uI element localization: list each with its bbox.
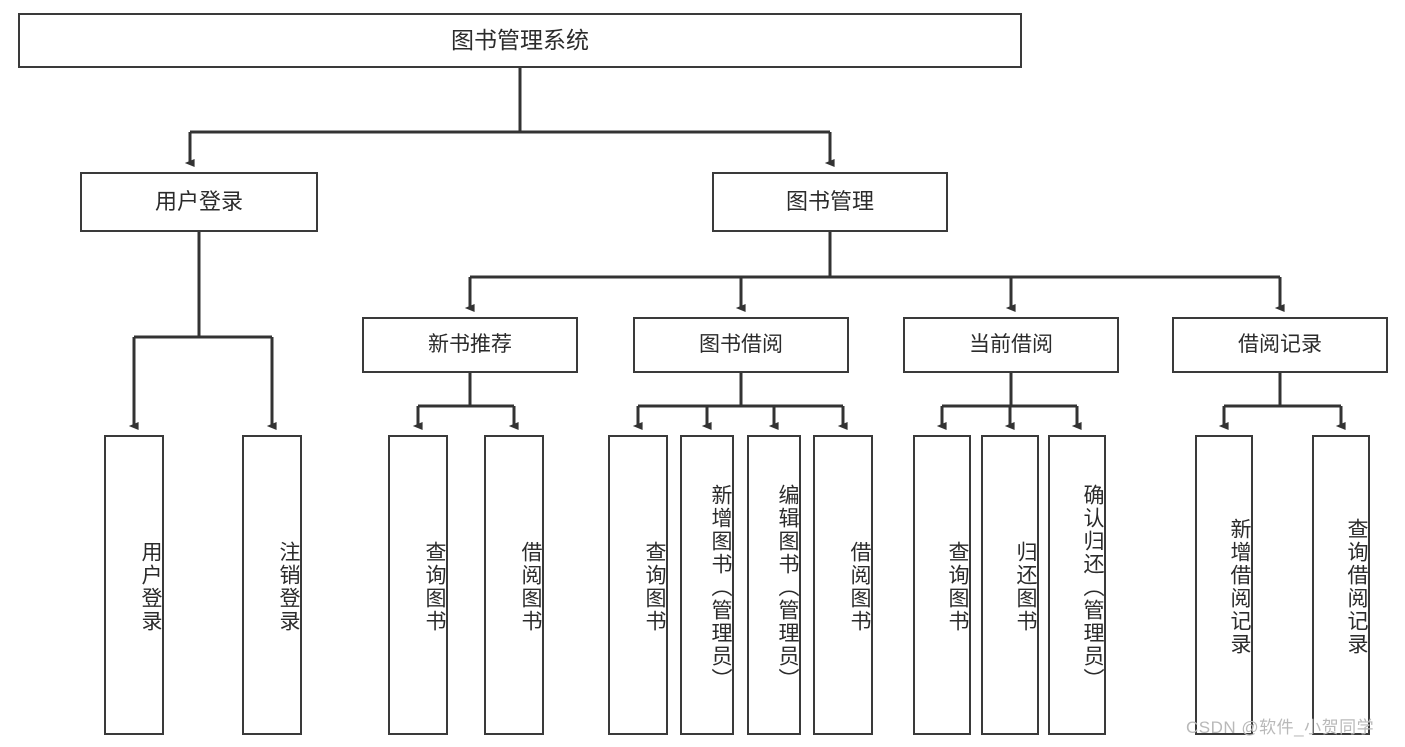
- node-label: 图书管理系统: [451, 27, 589, 54]
- leaf-node-borrow-book-new[interactable]: 借阅图书: [484, 435, 544, 735]
- node-label: 编辑图书（管理员）: [776, 483, 799, 691]
- leaf-node-add-borrow-record[interactable]: 新增借阅记录: [1195, 435, 1253, 735]
- node-label: 借阅记录: [1238, 332, 1322, 356]
- leaf-node-borrow-book[interactable]: 借阅图书: [813, 435, 873, 735]
- node-new-book-recommend[interactable]: 新书推荐: [362, 317, 578, 373]
- node-label: 借阅图书: [848, 541, 871, 633]
- leaf-node-query-book-borrow[interactable]: 查询图书: [608, 435, 668, 735]
- leaf-node-edit-book-admin[interactable]: 编辑图书（管理员）: [747, 435, 801, 735]
- node-borrow-record[interactable]: 借阅记录: [1172, 317, 1388, 373]
- node-label: 查询图书: [946, 541, 969, 633]
- node-label: 新增图书（管理员）: [709, 483, 732, 691]
- leaf-node-query-borrow-record[interactable]: 查询借阅记录: [1312, 435, 1370, 735]
- node-label: 用户登录: [154, 189, 243, 215]
- node-label: 确认归还（管理员）: [1081, 483, 1104, 691]
- node-label: 图书管理: [785, 189, 874, 215]
- node-root-system[interactable]: 图书管理系统: [18, 13, 1022, 68]
- node-book-borrow[interactable]: 图书借阅: [633, 317, 849, 373]
- node-label: 注销登录: [277, 541, 300, 633]
- node-current-borrow[interactable]: 当前借阅: [903, 317, 1119, 373]
- leaf-node-query-book-current[interactable]: 查询图书: [913, 435, 971, 735]
- node-label: 新书推荐: [428, 332, 512, 356]
- node-label: 归还图书: [1014, 541, 1037, 633]
- node-label: 用户登录: [139, 541, 162, 633]
- node-label: 查询图书: [423, 541, 446, 633]
- leaf-node-confirm-return-admin[interactable]: 确认归还（管理员）: [1048, 435, 1106, 735]
- node-label: 查询图书: [643, 541, 666, 633]
- leaf-node-user-login[interactable]: 用户登录: [104, 435, 164, 735]
- node-book-management[interactable]: 图书管理: [712, 172, 948, 232]
- node-label: 图书借阅: [699, 332, 783, 356]
- leaf-node-add-book-admin[interactable]: 新增图书（管理员）: [680, 435, 734, 735]
- leaf-node-query-book-new[interactable]: 查询图书: [388, 435, 448, 735]
- leaf-node-logout[interactable]: 注销登录: [242, 435, 302, 735]
- csdn-watermark: CSDN @软件_小贺同学: [1186, 718, 1375, 737]
- node-label: 借阅图书: [519, 541, 542, 633]
- node-user-login[interactable]: 用户登录: [80, 172, 318, 232]
- node-label: 当前借阅: [969, 332, 1053, 356]
- node-label: 查询借阅记录: [1345, 518, 1368, 656]
- node-label: 新增借阅记录: [1228, 518, 1251, 656]
- leaf-node-return-book[interactable]: 归还图书: [981, 435, 1039, 735]
